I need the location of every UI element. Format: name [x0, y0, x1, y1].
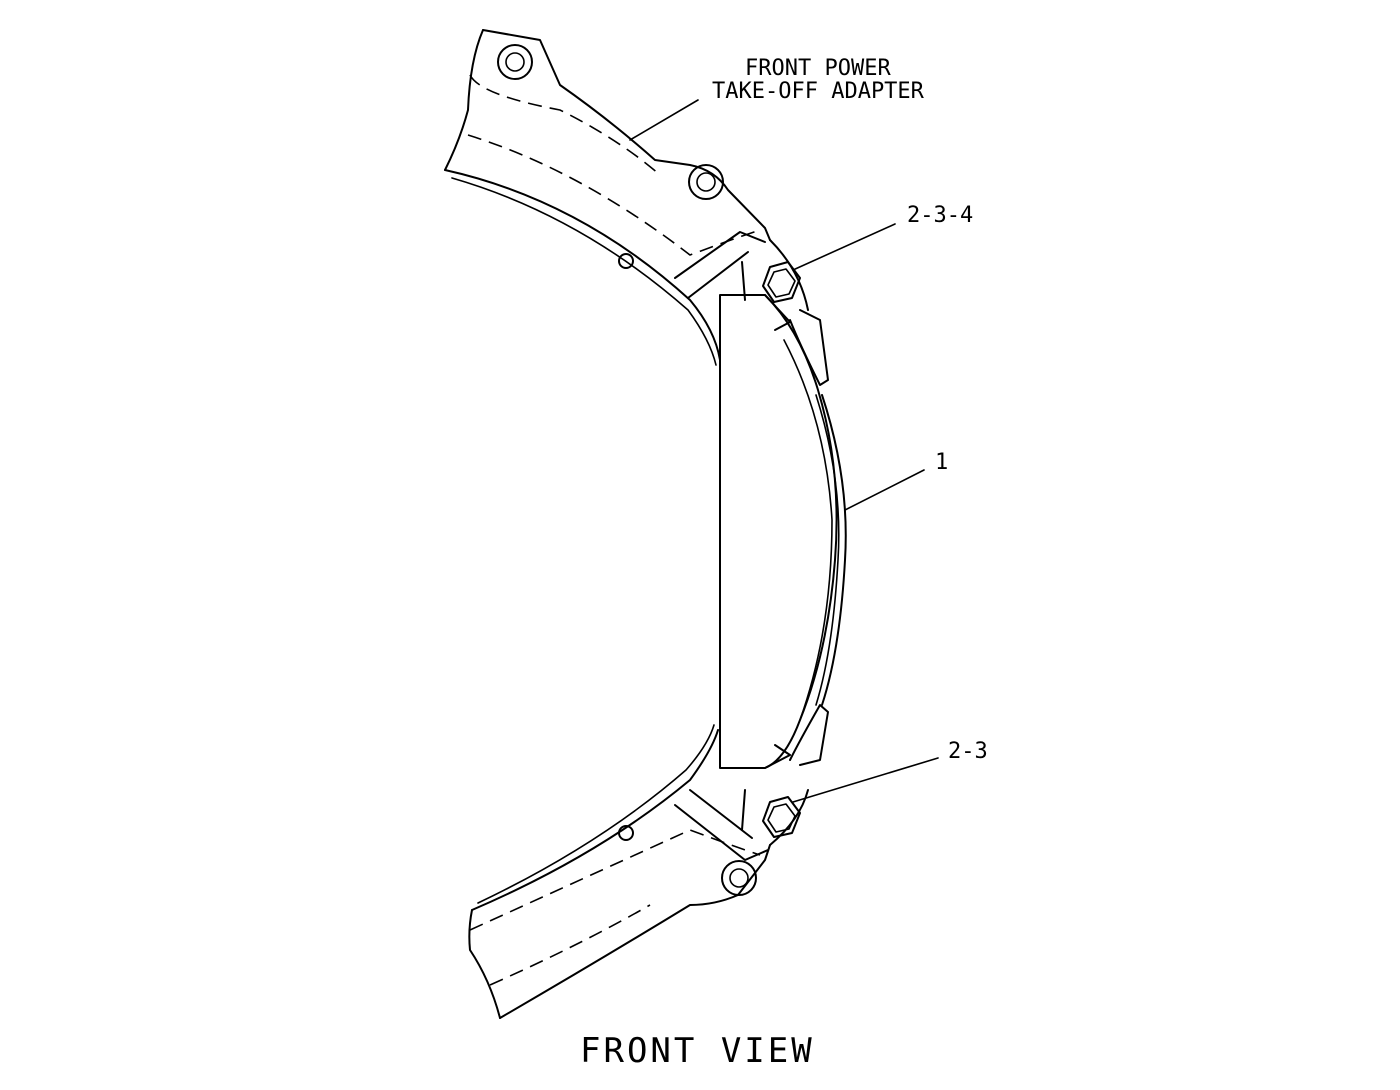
callout-top-label: 2-3-4: [907, 203, 973, 228]
leader-callout-top: [792, 223, 896, 271]
hex-bolt-upper: [762, 261, 801, 303]
adapter-label-line1: FRONT POWER: [745, 56, 891, 81]
leader-callout-bottom: [792, 757, 939, 803]
leader-callout-middle: [844, 469, 925, 511]
adapter-upper-section: [444, 29, 771, 366]
view-title: FRONT VIEW: [580, 1031, 815, 1071]
callout-bottom-label: 2-3: [948, 739, 988, 764]
hex-bolt-lower: [762, 796, 801, 838]
callout-middle-label: 1: [935, 450, 948, 475]
leader-adapter: [629, 99, 699, 141]
adapter-label-line2: TAKE-OFF ADAPTER: [712, 79, 925, 104]
cover-plate: [719, 239, 847, 846]
adapter-lower-section: [468, 724, 771, 1019]
